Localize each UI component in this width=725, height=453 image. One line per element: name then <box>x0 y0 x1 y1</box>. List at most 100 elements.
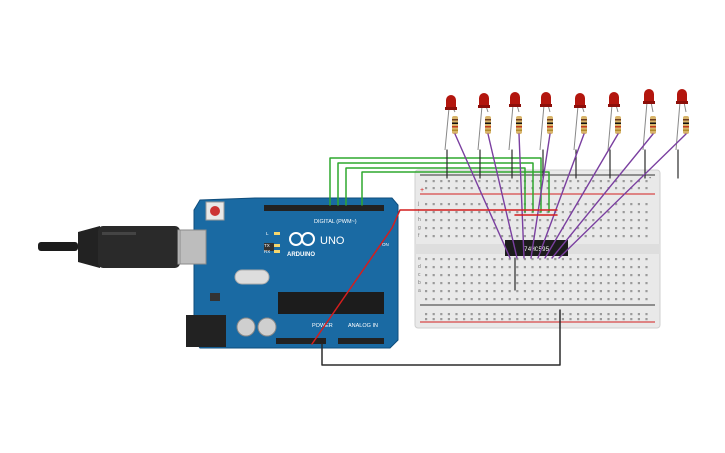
breadboard-hole <box>592 274 595 277</box>
led-bulb <box>644 89 654 102</box>
power-header[interactable] <box>276 338 326 344</box>
breadboard-hole <box>546 290 549 293</box>
led-5[interactable] <box>573 93 586 151</box>
resistor-band <box>547 119 553 121</box>
resistor-8 <box>683 116 689 134</box>
breadboard-hole <box>592 298 595 301</box>
breadboard-hole <box>425 313 428 316</box>
breadboard-hole <box>584 203 587 206</box>
breadboard-hole <box>463 211 466 214</box>
breadboard-hole <box>508 313 511 316</box>
resistor-7 <box>650 116 656 134</box>
breadboard-hole <box>432 203 435 206</box>
shift-register-chip[interactable]: 74HC595 <box>505 240 568 256</box>
wire-purple-1[interactable] <box>454 133 511 259</box>
breadboard-hole <box>599 203 602 206</box>
breadboard-hole <box>615 313 618 316</box>
breadboard-hole <box>432 235 435 238</box>
breadboard-hole <box>622 282 625 285</box>
breadboard-hole <box>539 227 542 230</box>
breadboard-hole <box>546 227 549 230</box>
breadboard-hole <box>531 274 534 277</box>
breadboard-hole <box>630 266 633 269</box>
wire-black-gnd[interactable] <box>321 309 561 366</box>
breadboard-hole <box>478 298 481 301</box>
wire-purple-3[interactable] <box>518 133 525 259</box>
breadboard-hole <box>508 235 511 238</box>
breadboard-hole <box>584 180 587 183</box>
breadboard-hole <box>592 266 595 269</box>
breadboard-hole <box>637 313 640 316</box>
breadboard-hole <box>470 298 473 301</box>
analog-header[interactable] <box>338 338 384 344</box>
wire-purple-2[interactable] <box>487 133 518 259</box>
breadboard-hole <box>584 274 587 277</box>
resistor-1 <box>452 116 458 134</box>
breadboard-hole <box>447 274 450 277</box>
led-2[interactable] <box>477 93 490 151</box>
breadboard-hole <box>508 290 511 293</box>
led-label-tx: TX <box>264 243 270 248</box>
led-7[interactable] <box>642 89 655 151</box>
breadboard-hole <box>455 258 458 261</box>
breadboard-hole <box>615 219 618 222</box>
breadboard-hole <box>425 180 428 183</box>
breadboard-hole <box>645 235 648 238</box>
breadboard-hole <box>523 290 526 293</box>
breadboard-hole <box>478 180 481 183</box>
arduino-board[interactable]: UNO ARDUINO DIGITAL (PWM~) ANALOG IN POW… <box>179 197 399 349</box>
breadboard-hole <box>546 274 549 277</box>
breadboard-hole <box>425 298 428 301</box>
led-6[interactable] <box>607 92 620 151</box>
wire-green-2[interactable] <box>337 162 534 213</box>
breadboard-hole <box>569 203 572 206</box>
breadboard-hole <box>463 313 466 316</box>
wire-purple-4[interactable] <box>530 133 551 259</box>
wire-green-1[interactable] <box>329 157 542 213</box>
breadboard-hole <box>607 235 610 238</box>
digital-header[interactable] <box>264 205 384 211</box>
led-1[interactable] <box>444 95 457 151</box>
breadboard-hole <box>584 282 587 285</box>
power-jack <box>186 315 226 347</box>
wire-green-4[interactable] <box>361 171 550 213</box>
breadboard-hole <box>516 274 519 277</box>
breadboard-hole <box>531 313 534 316</box>
breadboard-hole <box>493 219 496 222</box>
breadboard-hole <box>493 282 496 285</box>
breadboard-hole <box>463 274 466 277</box>
resistor-band <box>581 119 587 121</box>
breadboard-hole <box>501 219 504 222</box>
reset-button-cap[interactable] <box>210 206 220 216</box>
wire-purple-8[interactable] <box>558 133 687 259</box>
wire-purple-5[interactable] <box>537 133 585 259</box>
breadboard-hole <box>561 290 564 293</box>
breadboard-hole <box>485 318 488 321</box>
wire-green-3[interactable] <box>345 167 526 213</box>
breadboard-hole <box>615 266 618 269</box>
led-4[interactable] <box>539 92 552 151</box>
breadboard-hole <box>546 282 549 285</box>
breadboard-hole <box>455 187 458 190</box>
breadboard-hole <box>607 313 610 316</box>
breadboard-hole <box>561 266 564 269</box>
breadboard-hole <box>523 318 526 321</box>
row-letter: c <box>418 272 421 278</box>
breadboard-hole <box>455 290 458 293</box>
breadboard-hole <box>478 219 481 222</box>
breadboard-hole <box>470 313 473 316</box>
wire-red-5v[interactable] <box>311 209 558 345</box>
breadboard-hole <box>584 290 587 293</box>
breadboard-hole <box>493 274 496 277</box>
breadboard-hole <box>569 227 572 230</box>
breadboard-hole <box>607 180 610 183</box>
wire-purple-7[interactable] <box>551 133 654 259</box>
wire-purple-6[interactable] <box>544 133 619 259</box>
row-letter: g <box>418 225 421 231</box>
breadboard-hole <box>447 298 450 301</box>
breadboard-hole <box>554 180 557 183</box>
breadboard-hole <box>539 258 542 261</box>
led-3[interactable] <box>508 92 521 151</box>
led-8[interactable] <box>675 89 688 151</box>
breadboard-hole <box>645 266 648 269</box>
